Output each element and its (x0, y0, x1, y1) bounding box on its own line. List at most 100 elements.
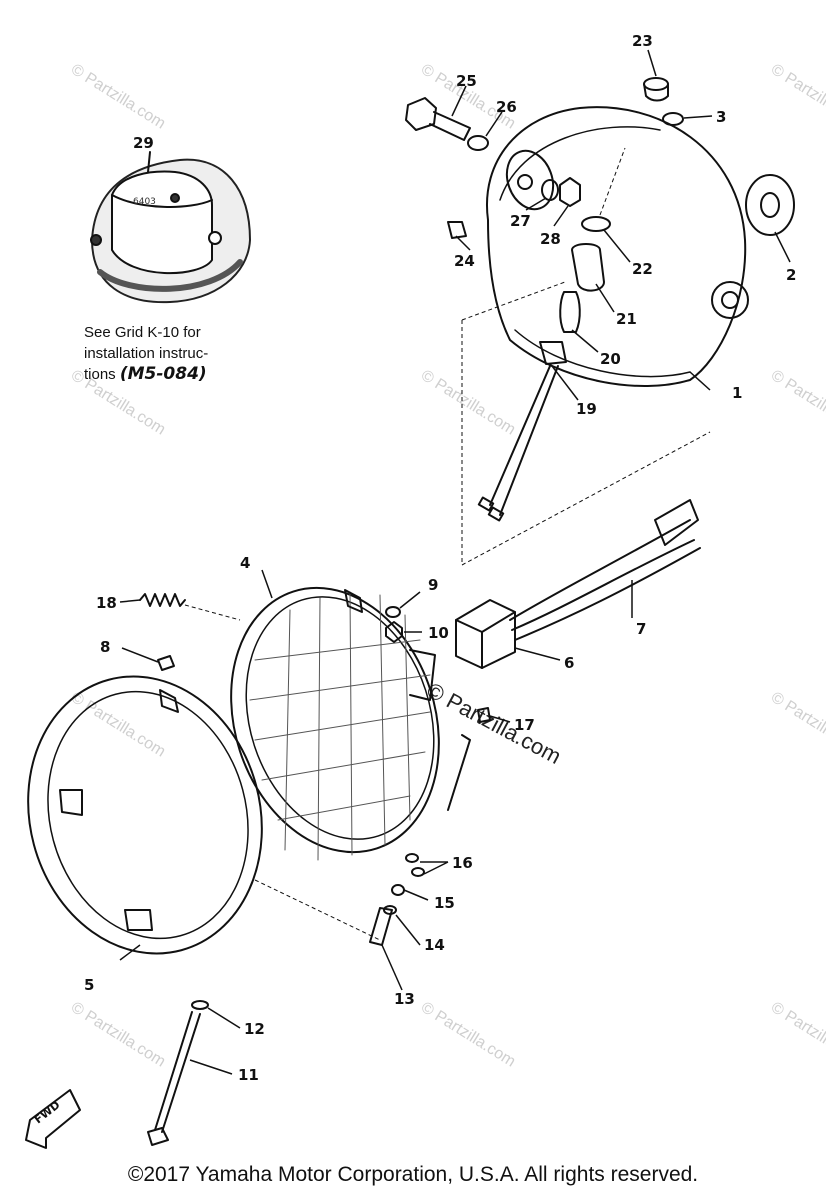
part-number-label: 21 (616, 310, 637, 328)
leader-line (553, 205, 569, 227)
note-line: installation instruc- (84, 345, 209, 362)
part-number-label: 17 (514, 716, 535, 734)
part-number-label: 20 (600, 350, 621, 368)
part-number-label: 14 (424, 936, 445, 954)
leader-line (489, 715, 511, 723)
part-number-label: 18 (96, 594, 117, 612)
part-number-label: 23 (632, 32, 653, 50)
leader-line (647, 49, 657, 77)
watermark: © Partzilla.com (768, 689, 826, 761)
watermark-center: © Partzilla.com (423, 677, 566, 769)
part-number-label: 24 (454, 252, 475, 270)
part-number-label: 6 (564, 654, 574, 672)
alignment-line (599, 147, 626, 216)
grommet-hole (760, 192, 780, 218)
watermark: © Partzilla.com (418, 367, 518, 439)
bulb (559, 291, 581, 333)
terminal (477, 496, 495, 512)
headlight-body (486, 106, 749, 388)
part-number-label: 3 (716, 108, 726, 126)
leader-line (683, 115, 713, 119)
leader-line (689, 371, 711, 391)
leader-line (189, 1059, 233, 1075)
headlight-rim (27, 675, 263, 955)
part-number-label: 25 (456, 72, 477, 90)
alignment-line (184, 604, 241, 621)
screw (447, 221, 467, 239)
part-number-label: 15 (434, 894, 455, 912)
fwd-label: FWD (32, 1098, 63, 1126)
sealed-beam-unit (230, 586, 440, 861)
watermark: © Partzilla.com (68, 61, 168, 133)
leader-line (121, 647, 159, 663)
bolt (405, 97, 471, 141)
leader-line (403, 889, 429, 901)
washer (385, 606, 401, 618)
leader-line (595, 283, 615, 313)
inset-part-marking: 6403 (133, 197, 156, 207)
part-number-label: 12 (244, 1020, 265, 1038)
spring (139, 593, 186, 607)
cord-wires (489, 365, 559, 516)
part-number-label: 26 (496, 98, 517, 116)
part-number-label: 2 (786, 266, 796, 284)
coupler (455, 599, 516, 669)
leader-line (207, 1007, 241, 1029)
watermark: © Partzilla.com (418, 999, 518, 1071)
part-number-label: 10 (428, 624, 449, 642)
nut (559, 177, 581, 207)
watermark: © Partzilla.com (768, 999, 826, 1071)
cap (643, 77, 669, 102)
note-line: tions (M5-084) (84, 364, 274, 385)
nut (411, 867, 425, 877)
grommet (745, 174, 795, 236)
washer (581, 216, 611, 232)
leader-line (514, 647, 561, 661)
fwd-arrow-icon (25, 1089, 81, 1149)
part-number-label: 19 (576, 400, 597, 418)
leader-line (381, 944, 403, 991)
inset-part-29-drawing (90, 158, 251, 304)
note-line: See Grid K-10 for (84, 324, 201, 341)
leader-line (399, 591, 421, 609)
wire-harness (509, 499, 701, 641)
bracket (447, 734, 471, 811)
part-number-label: 1 (732, 384, 742, 402)
washer (541, 179, 559, 201)
watermark: © Partzilla.com (768, 61, 826, 133)
part-number-label: 16 (452, 854, 473, 872)
nut (385, 621, 403, 643)
part-number-label: 28 (540, 230, 561, 248)
part-number-label: 8 (100, 638, 110, 656)
part-number-label: 7 (636, 620, 646, 638)
part-number-label: 4 (240, 554, 250, 572)
leader-line (451, 85, 467, 117)
washer (467, 135, 489, 151)
leader-line (119, 944, 141, 961)
alignment-line (461, 281, 711, 566)
note-reference-code: (M5-084) (119, 364, 207, 384)
note-line-text: tions (84, 366, 116, 383)
alignment-line (254, 879, 381, 941)
part-number-label: 9 (428, 576, 438, 594)
leader-line (525, 197, 547, 211)
installation-note: See Grid K-10 for installation instruc- … (84, 322, 274, 385)
leader-line (119, 599, 141, 603)
leader-line (551, 365, 579, 401)
leader-line (455, 235, 471, 251)
part-number-label: 11 (238, 1066, 259, 1084)
leader-line (261, 569, 273, 599)
watermark: © Partzilla.com (768, 367, 826, 439)
screw (157, 655, 175, 671)
long-screw-head (147, 1127, 169, 1146)
long-screw (154, 1011, 201, 1133)
terminal (487, 506, 505, 522)
copyright-notice: ©2017 Yamaha Motor Corporation, U.S.A. A… (127, 1163, 699, 1186)
grommet-cord (539, 341, 567, 365)
part-number-label: 13 (394, 990, 415, 1008)
leader-line (774, 231, 791, 263)
leader-line (485, 111, 503, 137)
washer (191, 1000, 209, 1010)
watermark: © Partzilla.com (68, 689, 168, 761)
watermark: © Partzilla.com (68, 999, 168, 1071)
